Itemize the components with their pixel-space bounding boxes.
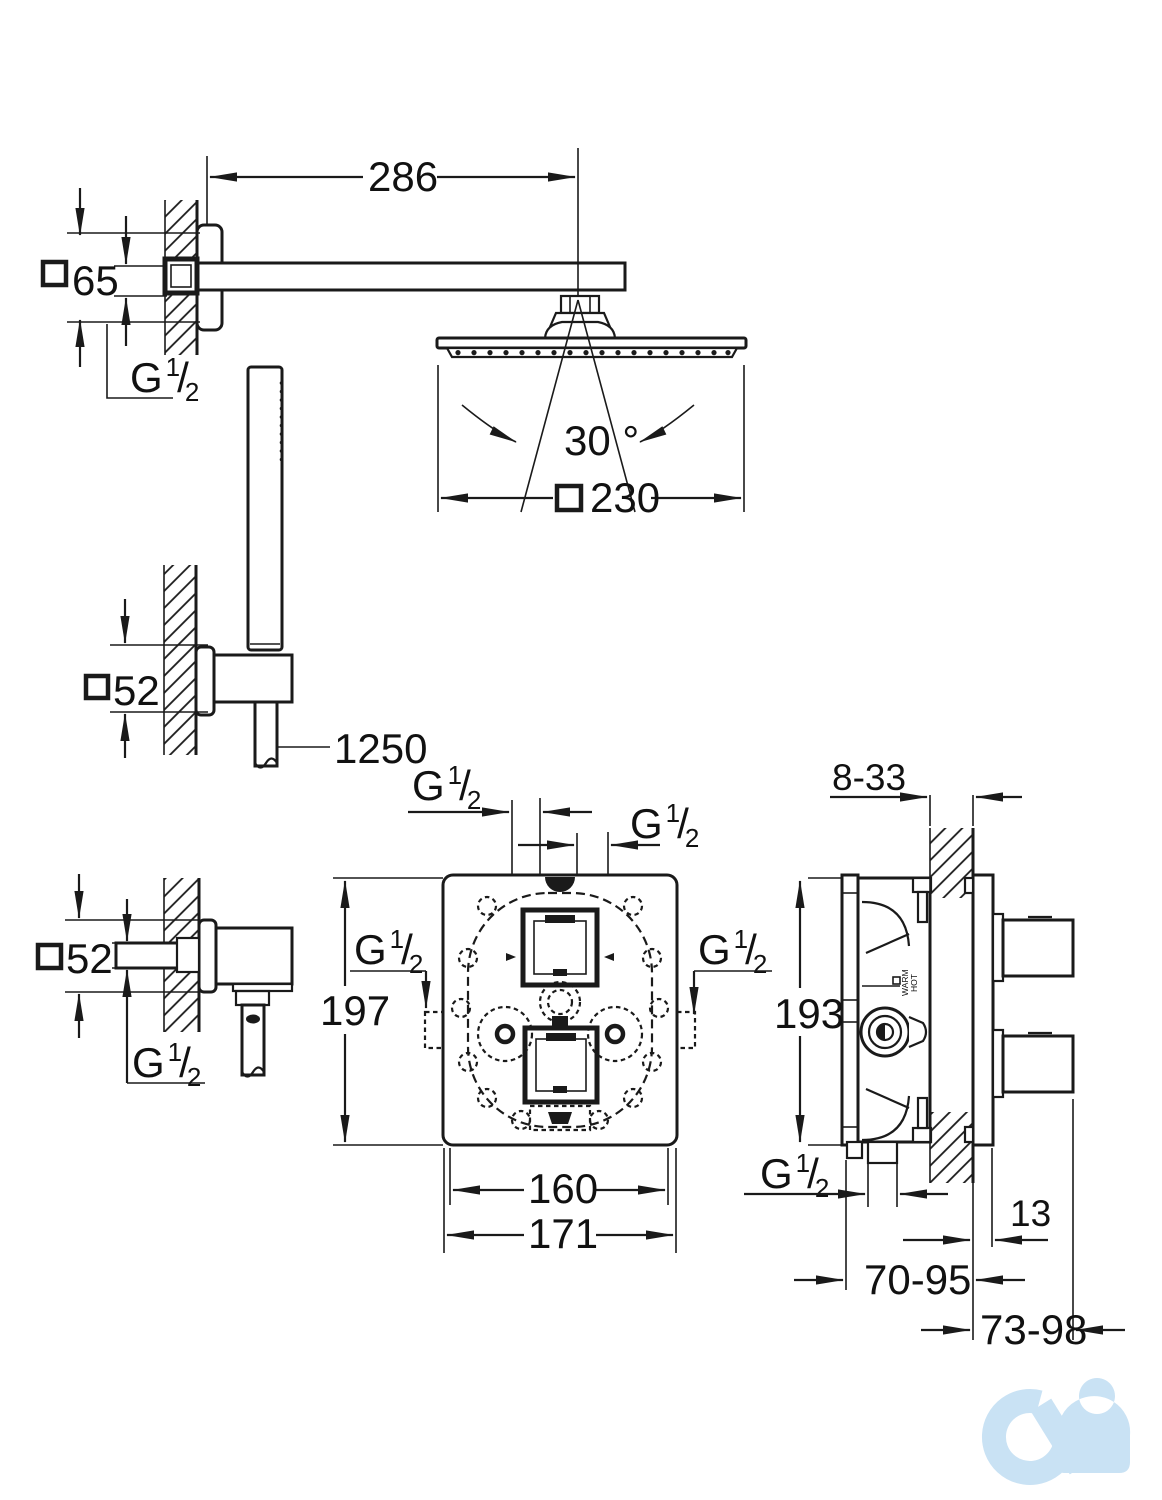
mounting-bosses bbox=[423, 895, 697, 1132]
spray-nozzles bbox=[455, 350, 731, 356]
total-depth-label: 73-98 bbox=[980, 1306, 1087, 1353]
holder-bracket bbox=[212, 653, 294, 704]
handles-side bbox=[991, 912, 1075, 1099]
elbow-hose bbox=[240, 1003, 266, 1077]
trim-plate-side bbox=[971, 873, 995, 1147]
square-symbol bbox=[40, 259, 69, 288]
arm-reach-label: 286 bbox=[368, 153, 438, 200]
plaster-depth-label: 8-33 bbox=[832, 757, 906, 798]
wall-holder-view: 52 1250 bbox=[83, 565, 427, 772]
svg-text:HOT: HOT bbox=[909, 974, 919, 992]
hose bbox=[253, 700, 279, 768]
install-depth-label: 70-95 bbox=[864, 1256, 971, 1303]
trim-plate bbox=[441, 873, 679, 1147]
elbow-escutcheon-size-label: 52 bbox=[66, 935, 113, 982]
hose-length-label: 1250 bbox=[334, 725, 427, 772]
trim-plate-height-label: 197 bbox=[320, 987, 390, 1034]
holder-escutcheon-size-label: 52 bbox=[113, 667, 160, 714]
mounting-rail bbox=[840, 873, 860, 1147]
ball-joint bbox=[543, 294, 617, 340]
rough-in-outline bbox=[466, 891, 654, 1129]
warm-hot-marking: WARM HOT bbox=[900, 969, 919, 996]
valve-side-view: WARM HOT 8-33 193 bbox=[744, 757, 1125, 1353]
elbow-escutcheon bbox=[197, 918, 218, 994]
knurled-nut bbox=[234, 989, 271, 1007]
holder-escutcheon bbox=[194, 645, 216, 717]
trim-plate-width-label: 171 bbox=[528, 1210, 598, 1257]
trim-plate-depth-label: 13 bbox=[1010, 1193, 1051, 1234]
arm-escutcheon-size-label: 65 bbox=[72, 257, 119, 304]
shower-arm bbox=[165, 261, 627, 292]
hand-shower bbox=[246, 365, 284, 652]
wall-hatch bbox=[930, 1112, 973, 1183]
square-symbol bbox=[35, 942, 64, 971]
square-symbol bbox=[554, 483, 584, 513]
spray-angle-label: 30 ° bbox=[564, 417, 639, 464]
hand-shower-dots bbox=[279, 381, 284, 462]
elbow-body bbox=[214, 926, 294, 986]
wall-hatch bbox=[164, 565, 196, 755]
rough-in-height-label: 193 bbox=[774, 990, 844, 1037]
head-size-label: 230 bbox=[590, 474, 660, 521]
hole-spacing-label: 160 bbox=[528, 1165, 598, 1212]
svg-text:WARM: WARM bbox=[900, 969, 910, 996]
square-symbol bbox=[83, 673, 111, 701]
watermark-logo bbox=[982, 1378, 1131, 1485]
bottom-inlet-port bbox=[866, 1140, 899, 1165]
arm-wall-anchor bbox=[162, 256, 200, 296]
